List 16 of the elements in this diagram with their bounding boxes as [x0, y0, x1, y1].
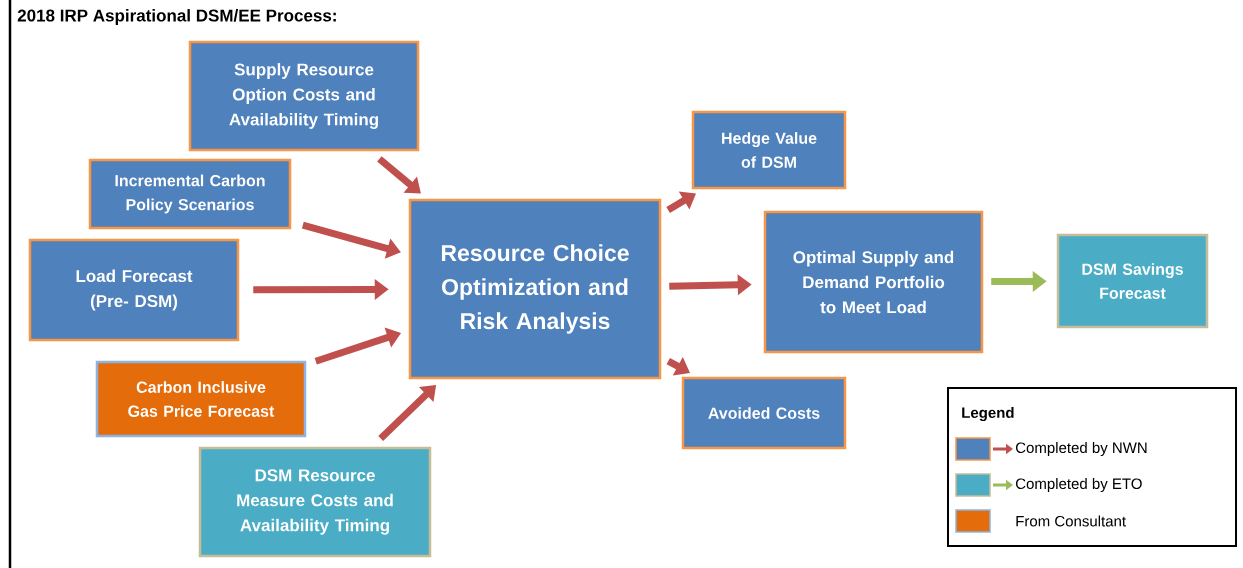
arrow: [377, 156, 421, 194]
legend-label: Completed by NWN: [1016, 442, 1147, 456]
process-box: DSM Resource Measure Costs and Availability Timing: [198, 446, 432, 558]
process-box: Load Forecast (Pre- DSM): [28, 238, 240, 342]
process-box: Avoided Costs: [681, 376, 847, 450]
process-box: Supply Resource Option Costs and Availability Timing: [188, 40, 420, 152]
process-box: Optimal Supply and Demand Portfolio to Meet Load: [763, 210, 984, 354]
process-box: Hedge Value of DSM: [691, 110, 847, 190]
process-box: DSM Savings Forecast: [1056, 233, 1209, 329]
process-box: Incremental Carbon Policy Scenarios: [88, 158, 292, 230]
process-box: Carbon Inclusive Gas Price Forecast: [95, 360, 307, 438]
legend-label: From Consultant: [1016, 515, 1126, 527]
legend-label: Completed by ETO: [1016, 478, 1142, 492]
legend-title: Legend: [962, 407, 1014, 422]
title: 2018 IRP Aspirational DSM/EE Process:: [17, 9, 336, 25]
process-box: Resource Choice Optimization and Risk Analysis: [408, 198, 662, 380]
